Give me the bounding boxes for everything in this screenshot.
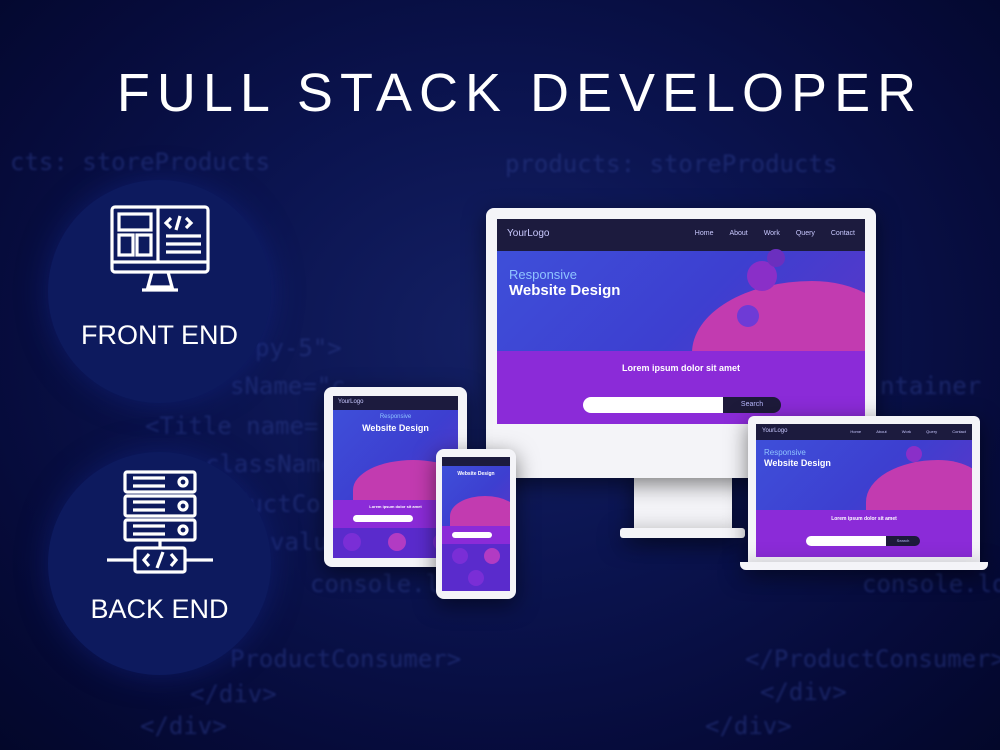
tablet-logo: YourLogo [338,399,364,405]
laptop-hero: Responsive Website Design [756,440,972,530]
footer-dot [452,548,468,564]
laptop-search-button[interactable]: Search [886,536,920,546]
front-end-badge: FRONT END [48,180,271,403]
bg-code-line: ntainer [880,372,982,400]
bg-code-line: console.lo [862,570,1000,598]
laptop-band: Lorem ipsum dolor sit amet Search [756,510,972,557]
bg-code-line: valu [270,528,328,556]
laptop-logo: YourLogo [762,428,788,434]
nav-work: Work [901,429,912,434]
phone-navbar [442,457,510,466]
desktop-nav: Home About Work Query Contact [681,230,855,237]
bg-code-line: </div> [140,712,227,740]
nav-contact: Contact [830,230,855,237]
footer-dot [468,570,484,586]
desktop-search-button[interactable]: Search [723,397,781,413]
phone-footer [442,544,510,591]
nav-about: About [876,429,887,434]
bg-code-line: products: storeProducts [505,150,838,178]
nav-home: Home [694,230,714,237]
phone-screen: Website Design [442,457,510,591]
backend-server-code-icon [106,470,213,574]
hero-bubble [767,249,785,267]
phone-hero: Website Design [442,466,510,536]
nav-about: About [729,230,748,237]
nav-contact: Contact [952,429,966,434]
bg-code-line: console.lo [310,570,455,598]
laptop-band-text: Lorem ipsum dolor sit amet [831,516,897,522]
hero-subtitle: Responsive [509,267,577,282]
bg-code-line: className [205,450,336,478]
page-title: FULL STACK DEVELOPER [116,63,924,123]
tablet-navbar: YourLogo [333,396,458,410]
bg-code-line: <Title name= [145,412,319,440]
phone-search-input[interactable] [452,532,492,538]
desktop-search-input[interactable] [583,397,723,413]
footer-dot [388,533,406,551]
bg-code-line: </div> [760,678,847,706]
hero-bubble [737,305,759,327]
bg-code-line: py-5"> [255,334,342,362]
bg-code-line: </ProductConsumer> [745,645,1000,673]
front-end-label: FRONT END [80,320,238,350]
footer-dot [484,548,500,564]
tablet-hero-heading: Website Design [362,423,429,433]
phone-hero-heading: Website Design [457,471,495,477]
desktop-logo: YourLogo [507,228,550,239]
tablet-search-input[interactable] [353,515,413,522]
band-text: Lorem ipsum dolor sit amet [621,363,741,373]
tablet-band-text: Lorem ipsum dolor sit amet [369,504,422,509]
nav-work: Work [763,230,780,237]
hero-heading: Website Design [509,282,621,299]
back-end-badge: BACK END [48,452,271,675]
monitor-base [620,528,745,538]
laptop-base [740,562,988,570]
phone-band [442,526,510,544]
laptop-lid: YourLogo Home About Work Query Contact R… [748,416,980,563]
bg-code-line: </div> [190,680,277,708]
laptop-navbar: YourLogo Home About Work Query Contact [756,424,972,440]
tablet-hero-subtitle: Responsive [379,414,412,420]
desktop-band: Lorem ipsum dolor sit amet Search [497,351,865,424]
bg-code-line: ProductConsumer> [230,645,462,673]
bg-code-line: </div> [705,712,792,740]
desktop-hero: Responsive Website Design [497,249,865,401]
nav-home: Home [850,429,862,434]
back-end-label: BACK END [90,594,229,624]
desktop-navbar: YourLogo Home About Work Query Contact [497,219,865,251]
desktop-screen: YourLogo Home About Work Query Contact R… [497,219,865,424]
nav-query: Query [795,230,815,237]
monitor-stand [634,470,732,532]
hero-bubble [906,446,922,462]
nav-query: Query [926,429,938,434]
laptop-search-input[interactable] [806,536,886,546]
laptop-screen: YourLogo Home About Work Query Contact R… [756,424,972,557]
frontend-monitor-code-icon [109,205,210,292]
monitor-frame: YourLogo Home About Work Query Contact R… [486,208,876,478]
laptop-hero-heading: Website Design [764,458,831,468]
bg-code-line: cts: storeProducts [10,148,271,176]
footer-dot [343,533,361,551]
laptop-nav: Home About Work Query Contact [836,429,966,434]
phone-mockup: Website Design [436,449,516,599]
laptop-hero-subtitle: Responsive [764,448,806,457]
